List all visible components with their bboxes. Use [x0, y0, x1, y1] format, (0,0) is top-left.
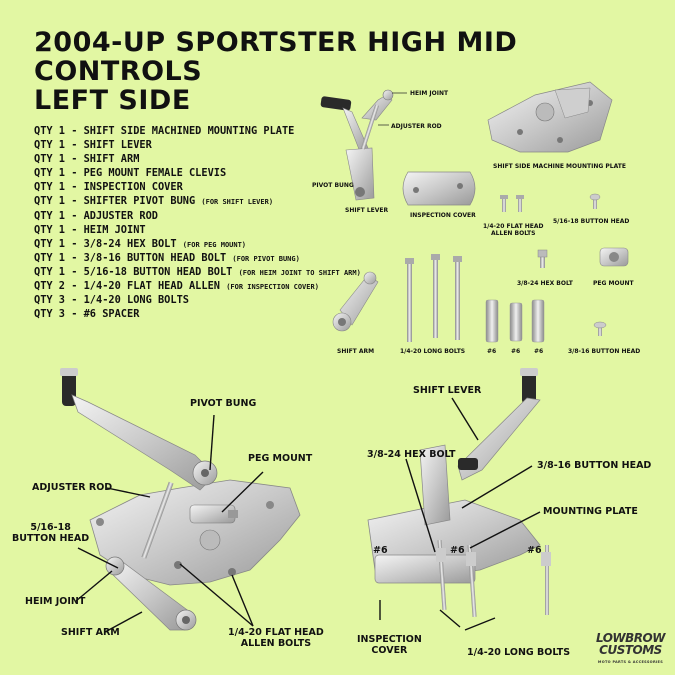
- label-heim-joint: HEIM JOINT: [410, 90, 449, 97]
- long-bolts-part: [405, 254, 462, 342]
- brand-logo: LOWBROW CUSTOMS MOTO PARTS & ACCESSORIES: [596, 631, 665, 664]
- label-spacer-2: #6: [511, 348, 521, 355]
- list-item: QTY 1 - HEIM JOINT: [34, 223, 146, 236]
- label-flat-head: 1/4-20 FLAT HEAD ALLEN BOLTS: [483, 223, 544, 237]
- label-spacer-big-2: #6: [450, 545, 465, 556]
- label-shift-arm: SHIFT ARM: [337, 348, 375, 355]
- list-item: QTY 1 - 5/16-18 BUTTON HEAD BOLT (FOR HE…: [34, 265, 361, 278]
- left-assembly: [60, 368, 301, 631]
- list-item: QTY 2 - 1/4-20 FLAT HEAD ALLEN (FOR INSP…: [34, 280, 319, 293]
- label-long-bolts: 1/4-20 LONG BOLTS: [400, 348, 466, 355]
- inspection-cover-part: [402, 171, 476, 206]
- right-assembly: [367, 368, 551, 618]
- label-adjuster-rod: ADJUSTER ROD: [391, 123, 442, 130]
- list-item: QTY 1 - 3/8-24 HEX BOLT (FOR PEG MOUNT): [34, 237, 247, 250]
- label-spacer-3: #6: [534, 348, 544, 355]
- list-item: QTY 1 - SHIFTER PIVOT BUNG (FOR SHIFT LE…: [34, 195, 274, 208]
- label-inspection-cover: INSPECTION COVER: [410, 212, 476, 219]
- label-shift-lever-big: SHIFT LEVER: [413, 385, 482, 396]
- list-item: QTY 3 - 1/4-20 LONG BOLTS: [34, 294, 189, 307]
- list-item: QTY 1 - SHIFT LEVER: [34, 139, 152, 152]
- spacers-part: [485, 299, 545, 343]
- list-item: QTY 1 - INSPECTION COVER: [34, 181, 183, 194]
- label-pivot-bung: PIVOT BUNG: [312, 182, 354, 189]
- label-button-5-16: 5/16-18 BUTTON HEAD: [553, 218, 630, 225]
- label-peg-mount: PEG MOUNT: [593, 280, 634, 287]
- list-item: QTY 1 - 3/8-16 BUTTON HEAD BOLT (FOR PIV…: [34, 251, 300, 264]
- label-button-head-big: 5/16-18 BUTTON HEAD: [12, 522, 90, 544]
- button-head-3816-part: [593, 321, 607, 336]
- shift-lever-part: [320, 89, 394, 201]
- shift-arm-part: [332, 271, 379, 332]
- hex-bolt-part: [537, 249, 548, 268]
- peg-mount-part: [599, 247, 629, 267]
- list-item: QTY 1 - ADJUSTER ROD: [34, 209, 158, 222]
- label-long-bolts-big: 1/4-20 LONG BOLTS: [467, 647, 571, 658]
- label-hex-bolt-big: 3/8-24 HEX BOLT: [367, 449, 456, 460]
- label-shift-lever: SHIFT LEVER: [345, 207, 389, 214]
- label-hex-bolt: 3/8-24 HEX BOLT: [517, 280, 573, 287]
- page-title: 2004-UP SPORTSTER HIGH MID CONTROLS LEFT…: [34, 28, 675, 115]
- label-button-3-8-16: 3/8-16 BUTTON HEAD: [568, 348, 641, 355]
- list-item: QTY 3 - #6 SPACER: [34, 308, 140, 321]
- label-shift-side-plate: SHIFT SIDE MACHINE MOUNTING PLATE: [493, 163, 626, 170]
- right-leader-lines: [379, 397, 541, 631]
- label-heim-joint-big: HEIM JOINT: [25, 596, 86, 607]
- label-button-head-3816-big: 3/8-16 BUTTON HEAD: [537, 460, 652, 471]
- title-line-1: 2004-UP SPORTSTER HIGH MID CONTROLS: [34, 27, 518, 87]
- parts-list: QTY 1 - SHIFT SIDE MACHINED MOUNTING PLA…: [34, 125, 361, 322]
- label-inspection-cover-big: INSPECTION COVER: [357, 634, 422, 656]
- label-spacer-1: #6: [487, 348, 497, 355]
- label-pivot-bung-big: PIVOT BUNG: [190, 398, 257, 409]
- label-shift-arm-big: SHIFT ARM: [61, 627, 120, 638]
- mounting-plate-part: [487, 81, 613, 153]
- label-adjuster-rod-big: ADJUSTER ROD: [32, 482, 113, 493]
- title-line-2: LEFT SIDE: [34, 85, 191, 116]
- list-item: QTY 1 - SHIFT ARM: [34, 153, 140, 166]
- label-spacer-big-1: #6: [373, 545, 388, 556]
- left-leader-lines: [75, 414, 264, 633]
- label-peg-mount-big: PEG MOUNT: [248, 453, 313, 464]
- list-item: QTY 1 - SHIFT SIDE MACHINED MOUNTING PLA…: [34, 125, 295, 137]
- label-spacer-big-3: #6: [527, 545, 542, 556]
- flat-head-bolts-part: [500, 195, 524, 212]
- list-item: QTY 1 - PEG MOUNT FEMALE CLEVIS: [34, 167, 227, 180]
- label-mounting-plate-big: MOUNTING PLATE: [543, 506, 638, 517]
- button-head-516-part: [589, 193, 601, 209]
- label-flat-head-big: 1/4-20 FLAT HEAD ALLEN BOLTS: [228, 627, 324, 649]
